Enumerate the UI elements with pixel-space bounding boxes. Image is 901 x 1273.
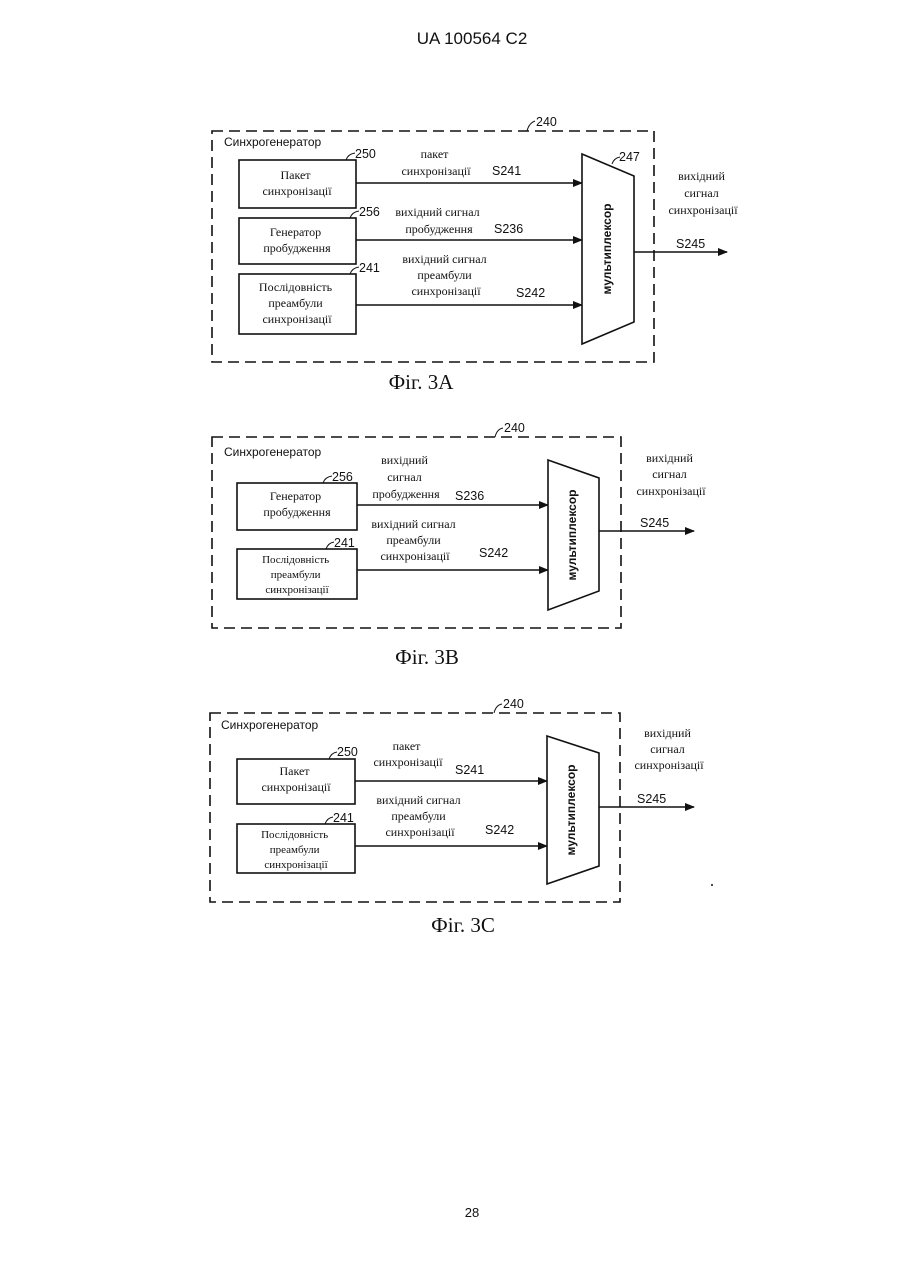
figure-3c: Синхрогенератор 240 Пакет синхронізації … [210,697,713,937]
signal-id: S242 [516,286,545,300]
figure-3a: Синхрогенератор 240 Пакет синхронізації … [212,115,738,394]
container-title: Синхрогенератор [224,135,322,149]
output-id: S245 [637,792,666,806]
signal-label: вихідний сигнал преамбули синхронізації [371,517,458,563]
block-ref: 250 [337,745,358,759]
signal-label: вихідний сигнал пробудження [395,205,482,236]
output-label: вихідний сигнал синхронізації [668,169,738,217]
signal-label: вихідний сигнал пробудження [372,453,440,501]
block-ref: 250 [355,147,376,161]
signal-id: S241 [455,763,484,777]
container-ref: 240 [504,421,525,435]
signal-id: S236 [455,489,484,503]
signal-label: пакет синхронізації [373,739,443,769]
block-ref: 241 [359,261,380,275]
output-id: S245 [676,237,705,251]
signal-label: вихідний сигнал преамбули синхронізації [402,252,489,298]
block-ref: 256 [359,205,380,219]
signal-label: вихідний сигнал преамбули синхронізації [376,793,463,839]
block-label: Послідовність преамбули синхронізації [262,554,332,596]
container-ref: 240 [503,697,524,711]
multiplexer-label: мультиплексор [600,203,614,294]
container-title: Синхрогенератор [221,718,319,732]
container-title: Синхрогенератор [224,445,322,459]
block-ref: 241 [333,811,354,825]
figure-caption: Фіг. 3B [395,645,459,669]
signal-id: S241 [492,164,521,178]
output-id: S245 [640,516,669,530]
signal-label: пакет синхронізації [401,147,471,178]
block-ref: 256 [332,470,353,484]
signal-id: S242 [485,823,514,837]
figure-3b: Синхрогенератор 240 Генератор пробудженн… [212,421,706,669]
block-label: Послідовність преамбули синхронізації [259,280,335,326]
speck [711,884,713,886]
multiplexer-label: мультиплексор [564,764,578,855]
figure-caption: Фіг. 3A [389,370,455,394]
container-ref: 240 [536,115,557,129]
output-label: вихідний сигнал синхронізації [634,726,704,772]
block-ref: 241 [334,536,355,550]
output-label: вихідний сигнал синхронізації [636,451,706,498]
block-label: Послідовність преамбули синхронізації [261,829,331,871]
figure-caption: Фіг. 3C [431,913,495,937]
page-number: 28 [465,1205,479,1220]
multiplexer-label: мультиплексор [565,489,579,580]
signal-id: S242 [479,546,508,560]
multiplexer-ref: 247 [619,150,640,164]
patent-number: UA 100564 C2 [417,29,528,48]
signal-id: S236 [494,222,523,236]
